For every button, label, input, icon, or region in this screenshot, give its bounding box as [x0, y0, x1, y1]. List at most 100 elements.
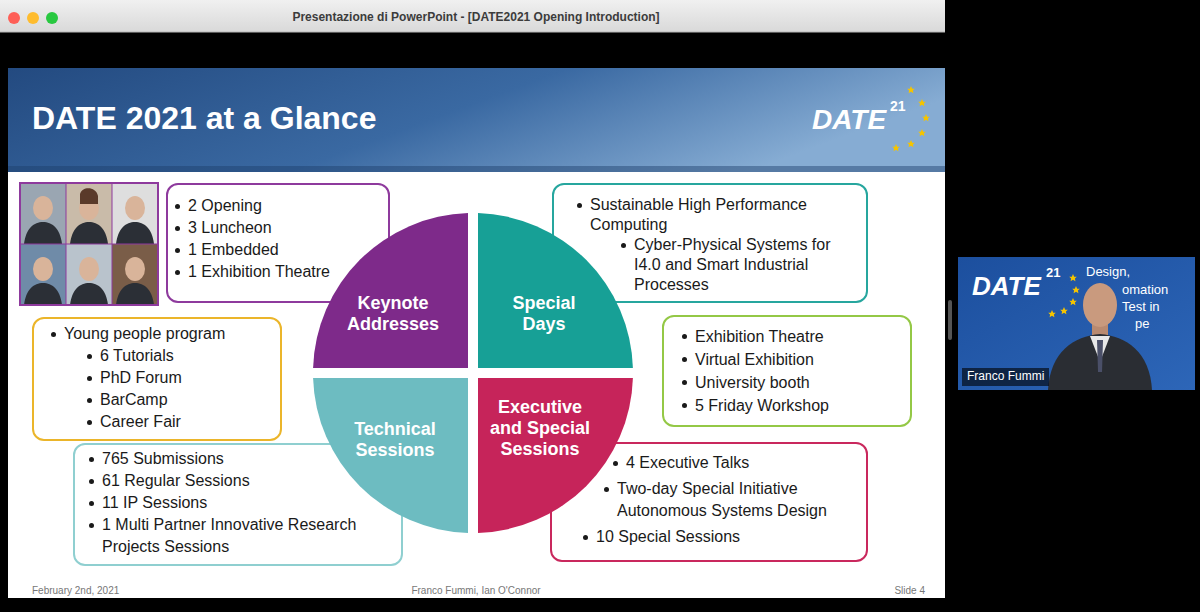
list-item: Two-day Special Initiative Autonomous Sy…: [603, 478, 860, 522]
backdrop-text: pe: [1135, 317, 1149, 332]
backdrop-text: Test in: [1122, 300, 1160, 315]
list-item: Young people program: [50, 323, 274, 345]
speaker-name: Franco Fummi: [962, 368, 1049, 386]
list-text: 1 Exhibition Theatre: [188, 261, 382, 283]
bullet-dot: [175, 248, 180, 253]
list-text: Career Fair: [100, 411, 274, 433]
minimize-button: [27, 12, 39, 24]
list-item: 6 Tutorials: [86, 345, 274, 367]
list-text: 1 Multi Partner Innovative Research Proj…: [102, 514, 395, 558]
sector-label-holder: Keynote Addresses: [338, 293, 448, 335]
list-text: 11 IP Sessions: [102, 492, 395, 514]
sector-label-holder: Technical Sessions: [345, 419, 445, 461]
quadrant-sector: Executive and Special Sessions: [473, 373, 633, 533]
label-slot: February 2nd, 2021: [32, 585, 119, 597]
bullet-dot: [51, 332, 56, 337]
list-item: 11 IP Sessions: [88, 492, 395, 514]
bullet-dot: [87, 354, 92, 359]
list-text: Cyber-Physical Systems for I4.0 and Smar…: [634, 235, 860, 295]
list-item: 10 Special Sessions: [582, 526, 860, 548]
list-item: Sustainable High Performance Computing: [576, 195, 860, 235]
list-text: 5 Friday Workshop: [695, 394, 904, 417]
list-text: 765 Submissions: [102, 448, 395, 470]
bullet-dot: [87, 420, 92, 425]
label-slot: 21: [890, 98, 906, 114]
sector-label-holder: Executive and Special Sessions: [485, 397, 595, 460]
backdrop-text: omation: [1122, 283, 1168, 298]
list-item: Exhibition Theatre: [681, 325, 904, 348]
bullet-dot: [89, 523, 94, 528]
bullet-dot: [682, 403, 687, 408]
list-text: 2 Opening: [188, 195, 382, 217]
bullet-dot: [682, 357, 687, 362]
slide-header: [8, 68, 945, 172]
bullet-dot: [621, 243, 626, 248]
webcam-logo-number: 21: [1046, 266, 1060, 281]
list-item: 3 Luncheon: [174, 217, 382, 239]
list-text: Virtual Exhibition: [695, 348, 904, 371]
zoom-button: [46, 12, 58, 24]
list-item: 2 Opening: [174, 195, 382, 217]
bullet-dot: [682, 380, 687, 385]
list-text: Two-day Special Initiative Autonomous Sy…: [617, 478, 860, 522]
list-item: University booth: [681, 371, 904, 394]
list-text: 10 Special Sessions: [596, 526, 860, 548]
label-slot: DATE: [972, 272, 1041, 302]
list-item: 765 Submissions: [88, 448, 395, 470]
list-box: Exhibition TheatreVirtual ExhibitionUniv…: [662, 315, 912, 427]
list-item: Virtual Exhibition: [681, 348, 904, 371]
bullet-dot: [89, 457, 94, 462]
speaker-photos: [20, 183, 158, 305]
sector-label: Special Days: [504, 293, 584, 335]
label-slot: pe: [1135, 317, 1149, 332]
bullet-dot: [175, 226, 180, 231]
bullet-dot: [682, 334, 687, 339]
logo-number: 21: [890, 98, 906, 114]
title-bar: [0, 0, 945, 32]
footer-authors: Franco Fummi, Ian O'Connor: [411, 585, 540, 597]
list-item: 5 Friday Workshop: [681, 394, 904, 417]
logo-text: DATE: [812, 104, 886, 136]
list-text: 4 Executive Talks: [626, 452, 860, 474]
window-title: Presentazione di PowerPoint - [DATE2021 …: [292, 11, 659, 25]
list-text: BarCamp: [100, 389, 274, 411]
list-item: 1 Exhibition Theatre: [174, 261, 382, 283]
label-slot: 21: [1046, 266, 1060, 281]
label-slot: Franco Fummi: [962, 368, 1049, 386]
list-text: 61 Regular Sessions: [102, 470, 395, 492]
list-item: BarCamp: [86, 389, 274, 411]
label-slot: Presentazione di PowerPoint - [DATE2021 …: [292, 11, 659, 25]
bullet-dot: [87, 398, 92, 403]
sector-label-holder: Special Days: [504, 293, 584, 335]
slide-number: Slide 4: [894, 585, 925, 597]
quadrant-sector: Special Days: [473, 213, 633, 373]
quadrant-sector: Keynote Addresses: [313, 213, 473, 373]
list-text: University booth: [695, 371, 904, 394]
list-text: 3 Luncheon: [188, 217, 382, 239]
label-slot: Slide 4: [894, 585, 925, 597]
label-slot: DATE: [812, 104, 886, 136]
backdrop-text: Design,: [1086, 265, 1130, 280]
bullet-dot: [87, 376, 92, 381]
list-item: 4 Executive Talks: [612, 452, 860, 474]
bullet-dot: [89, 501, 94, 506]
list-item: Career Fair: [86, 411, 274, 433]
list-text: Exhibition Theatre: [695, 325, 904, 348]
label-slot: omation: [1122, 283, 1168, 298]
list-item: 1 Embedded: [174, 239, 382, 261]
slide-title: DATE 2021 at a Glance: [32, 100, 376, 137]
bullet-dot: [175, 270, 180, 275]
list-item: 61 Regular Sessions: [88, 470, 395, 492]
close-button: [8, 12, 20, 24]
bullet-dot: [604, 487, 609, 492]
bullet-dot: [175, 204, 180, 209]
list-item: Cyber-Physical Systems for I4.0 and Smar…: [620, 235, 860, 295]
sector-label: Executive and Special Sessions: [485, 397, 595, 460]
slide-ground: [8, 68, 945, 598]
list-item: PhD Forum: [86, 367, 274, 389]
list-box: 765 Submissions61 Regular Sessions11 IP …: [73, 443, 403, 566]
bullet-dot: [89, 479, 94, 484]
logo-stars: [892, 86, 930, 151]
list-text: 1 Embedded: [188, 239, 382, 261]
